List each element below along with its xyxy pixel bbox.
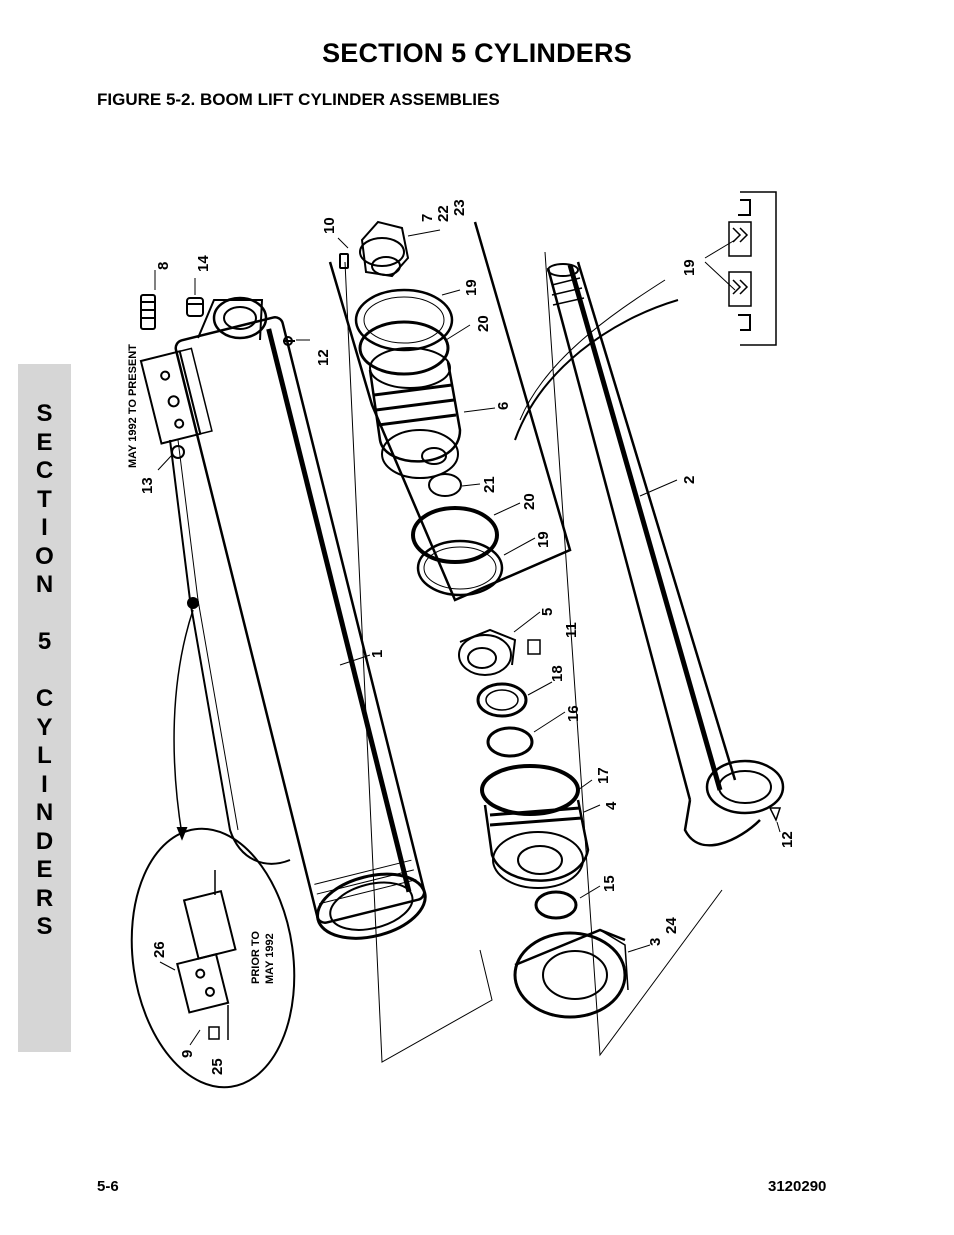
callout-16: 16 (565, 705, 582, 722)
callout-18: 18 (549, 665, 566, 682)
valve-block (139, 347, 213, 445)
wiper-ring-nut (513, 928, 629, 1019)
set-screw-10 (339, 253, 349, 269)
detail-leader-arrow (173, 609, 194, 836)
callout-13: 13 (139, 477, 156, 494)
side-tab-letter: N (35, 571, 54, 598)
spacer-21 (428, 473, 462, 497)
side-tab-letter: 5 (37, 628, 52, 655)
hydraulic-tube (169, 439, 291, 865)
lock-nut (359, 220, 410, 278)
side-tab-letter: T (37, 485, 52, 513)
note-prior-to-line1: PRIOR TO (250, 931, 262, 984)
set-screw-11 (527, 639, 541, 655)
barrel-pin-boss (197, 296, 268, 341)
callout-20-upper: 20 (475, 315, 492, 332)
callout-6: 6 (495, 402, 512, 410)
callout-12-rod: 12 (779, 831, 796, 848)
cylinder-exploded-diagram: 8 14 12 13 10 7 22 23 19 20 6 21 20 19 5… (127, 191, 796, 1089)
side-tab-letter: O (35, 542, 54, 570)
section-header: SECTION 5 CYLINDERS (322, 38, 632, 68)
piston (368, 347, 462, 479)
wear-ring-19-upper (354, 288, 454, 352)
callout-12-barrel: 12 (315, 349, 332, 366)
callout-26: 26 (151, 941, 168, 958)
side-tab-letter: E (36, 428, 53, 456)
wear-ring-19-lower (416, 539, 504, 597)
callout-14: 14 (195, 255, 212, 272)
callout-24: 24 (663, 917, 680, 934)
plug-25 (208, 1026, 220, 1040)
callout-15: 15 (601, 875, 618, 892)
callout-19-upper: 19 (463, 279, 480, 296)
piston-group-outline (328, 221, 572, 602)
side-tab-letter: Y (36, 713, 53, 741)
relief-fitting-8 (140, 294, 156, 330)
spacer-5 (458, 628, 517, 676)
callout-5: 5 (539, 608, 556, 616)
seal-20-upper (358, 320, 450, 376)
callout-10: 10 (321, 217, 338, 234)
wiper-15 (534, 890, 578, 920)
callout-19-lower: 19 (535, 531, 552, 548)
side-tab-letter: I (41, 514, 48, 541)
document-number: 3120290 (768, 1178, 827, 1195)
side-tab-letter: C (35, 457, 54, 484)
callout-11: 11 (563, 622, 580, 638)
exploded-view-outline (344, 261, 493, 1063)
callout-8: 8 (155, 262, 172, 270)
side-tab-letter: L (37, 742, 52, 769)
seal-20-lower (411, 506, 499, 564)
seal-cross-section (704, 191, 777, 346)
grease-fitting-12-rod (768, 807, 782, 822)
callout-4: 4 (603, 801, 620, 810)
exploded-view-outline-2 (544, 251, 723, 1057)
callout-21: 21 (481, 476, 498, 493)
note-prior-to-line2: MAY 1992 (264, 933, 276, 984)
tube-marker-dot (187, 597, 199, 609)
side-tab-letter: D (35, 827, 54, 855)
page-number: 5-6 (97, 1178, 119, 1195)
side-tab-letter: E (36, 856, 53, 883)
callout-17: 17 (595, 767, 612, 784)
callout-25: 25 (209, 1058, 226, 1075)
side-tab-letter (18, 657, 71, 686)
plug-14 (186, 297, 204, 317)
side-tab-letter: S (36, 400, 53, 427)
callout-22: 22 (435, 205, 452, 222)
bushing-18 (476, 682, 528, 718)
callout-2: 2 (681, 476, 698, 484)
side-tab-letter: R (35, 884, 54, 912)
callout-20-lower: 20 (521, 493, 538, 510)
grease-fitting-12-barrel (283, 336, 295, 346)
callout-1: 1 (369, 650, 386, 658)
o-ring-17 (480, 764, 580, 816)
side-tab-letter: I (41, 770, 48, 798)
prior-valve-block (176, 889, 237, 1014)
side-tab-letter: C (35, 685, 54, 712)
figure-caption: FIGURE 5-2. BOOM LIFT CYLINDER ASSEMBLIE… (97, 90, 500, 109)
note-may-1992-to-present: MAY 1992 TO PRESENT (127, 344, 139, 468)
cylinder-barrel (174, 316, 427, 940)
side-tab-letter: N (35, 799, 54, 826)
piston-rod (546, 261, 737, 801)
rod-seal-16 (486, 726, 534, 758)
callout-19-detail: 19 (681, 259, 698, 276)
side-tab-letter (18, 600, 71, 629)
callout-23: 23 (451, 199, 468, 216)
callout-9: 9 (179, 1050, 196, 1058)
plug-13 (171, 445, 185, 459)
callout-7: 7 (419, 214, 436, 222)
curve-leader (514, 299, 679, 441)
detail-ellipse (130, 827, 296, 1089)
callout-3: 3 (647, 938, 664, 946)
side-tab-letter: S (36, 913, 53, 940)
rod-pin-boss (683, 759, 785, 847)
cylinder-head (483, 799, 590, 889)
